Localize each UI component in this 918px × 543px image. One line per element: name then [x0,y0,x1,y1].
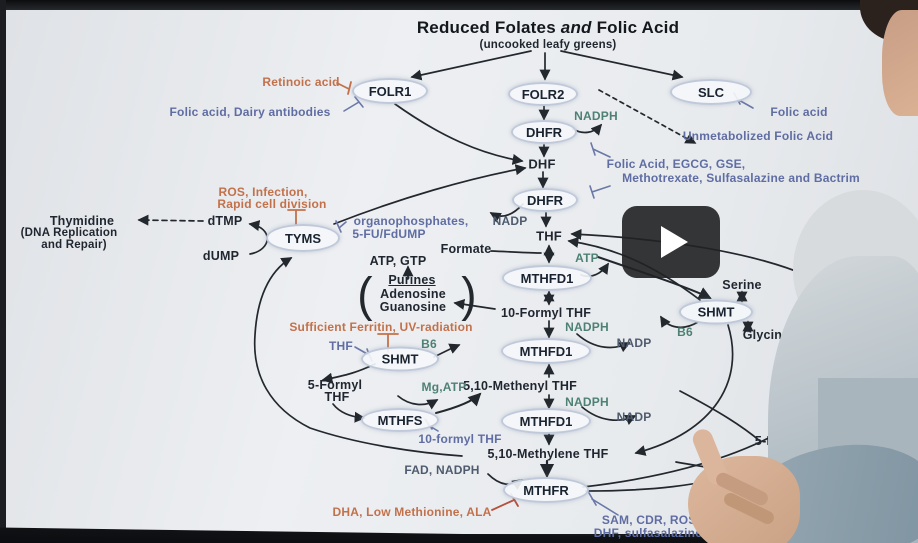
label-thymidine-sub1: (DNA Replication [20,227,118,239]
node-shmt-left: SHMT [361,346,439,372]
label-dhfr-inhibitors-1: Folic Acid, EGCG, GSE, [606,157,746,171]
node-tyms: TYMS [266,224,340,252]
presenter-face [882,10,918,116]
monitor-bezel-top [0,0,918,10]
label-tyms-inhibitors-2: 5-FU/FdUMP [352,227,426,241]
node-dhfr-2: DHFR [512,188,578,212]
label-fad-nadph: FAD, NADPH [404,463,480,477]
label-nadp-a: NADP [616,336,652,350]
label-10-formyl-thf: 10-Formyl THF [500,306,592,320]
label-guanosine: Guanosine [379,300,447,314]
label-atp-mthfd1: ATP [575,251,599,265]
label-thf: THF [536,228,562,244]
label-purines: Purines [388,273,436,287]
label-mthfr-inhibitors-1: SAM, CDR, ROS, [601,513,701,527]
label-shmt-thf-inhibitor: THF [329,339,353,353]
node-mthfd1-b: MTHFD1 [501,338,591,364]
node-mthfd1-c: MTHFD1 [501,408,591,434]
label-folr1-inhibitors: Folic acid, Dairy antibodies [169,105,331,119]
node-dhfr-1: DHFR [511,120,577,144]
label-thymidine: Thymidine [49,214,115,228]
label-nadph-b: NADPH [565,395,609,409]
label-b6-right: B6 [677,325,693,339]
label-ros-infection-2: Rapid cell division [217,197,327,211]
label-tyms-inhibitors-1: organophosphates, [353,214,469,228]
label-adenosine: Adenosine [380,287,446,301]
node-slc: SLC [670,79,752,105]
node-mthfd1-a: MTHFD1 [502,265,592,291]
title-tail: Folic Acid [596,18,680,37]
node-folr2: FOLR2 [508,82,578,106]
page-title: Reduced Folates and Folic Acid [417,18,679,38]
paren-left: ( [357,266,373,322]
label-dha-methionine-ala: DHA, Low Methionine, ALA [332,505,492,519]
monitor-bezel-left [0,0,6,543]
node-shmt-right: SHMT [679,299,753,325]
label-ros-infection-1: ROS, Infection, [218,185,308,199]
play-button[interactable] [622,206,720,278]
label-glycine: Glycine [742,328,790,342]
label-atp-gtp: ATP, GTP [369,254,427,268]
label-serine: Serine [722,278,762,292]
label-ferritin-uv: Sufficient Ferritin, UV-radiation [289,320,473,334]
label-mg-atp: Mg,ATP [421,380,467,394]
label-mthfs-inhibitor: 10-formyl THF [418,432,502,446]
label-510-methylene-thf: 5,10-Methylene THF [487,447,609,461]
page-subtitle: (uncooked leafy greens) [479,39,617,51]
label-nadp-dhfr: NADP [492,214,528,228]
paren-right: ) [461,266,477,322]
label-formate: Formate [440,242,492,256]
label-nadph-dhfr: NADPH [574,109,618,123]
label-5-formyl-thf: THF [324,390,350,404]
node-mthfs: MTHFS [361,408,439,432]
node-folr1: FOLR1 [352,78,428,104]
label-dhf: DHF [528,156,556,172]
play-icon [660,226,688,258]
label-b6-left: B6 [421,337,437,351]
label-510-methenyl-thf: 5,10-Methenyl THF [463,379,577,393]
label-dtmp: dTMP [207,214,243,228]
label-dhfr-inhibitors-2: Methotrexate, Sulfasalazine and Bactrim [622,171,860,185]
label-thymidine-sub2: and Repair) [41,239,107,251]
label-nadph-a: NADPH [565,320,609,334]
label-mthfr-inhibitors-2: DHF, sulfasalazine, .. [593,526,717,540]
label-retinoic-acid: Retinoic acid [262,75,340,89]
label-slc-inhibitor: Folic acid [770,105,828,119]
node-mthfr: MTHFR [503,477,589,503]
slide-background [6,10,918,534]
label-5-formyl: 5-Formyl [307,378,363,392]
label-unmetabolized-folic-acid: Unmetabolized Folic Acid [682,129,834,143]
label-dump: dUMP [202,249,240,263]
title-main: Reduced Folates [416,18,556,37]
title-and: and [560,18,592,37]
label-nadp-b: NADP [616,410,652,424]
